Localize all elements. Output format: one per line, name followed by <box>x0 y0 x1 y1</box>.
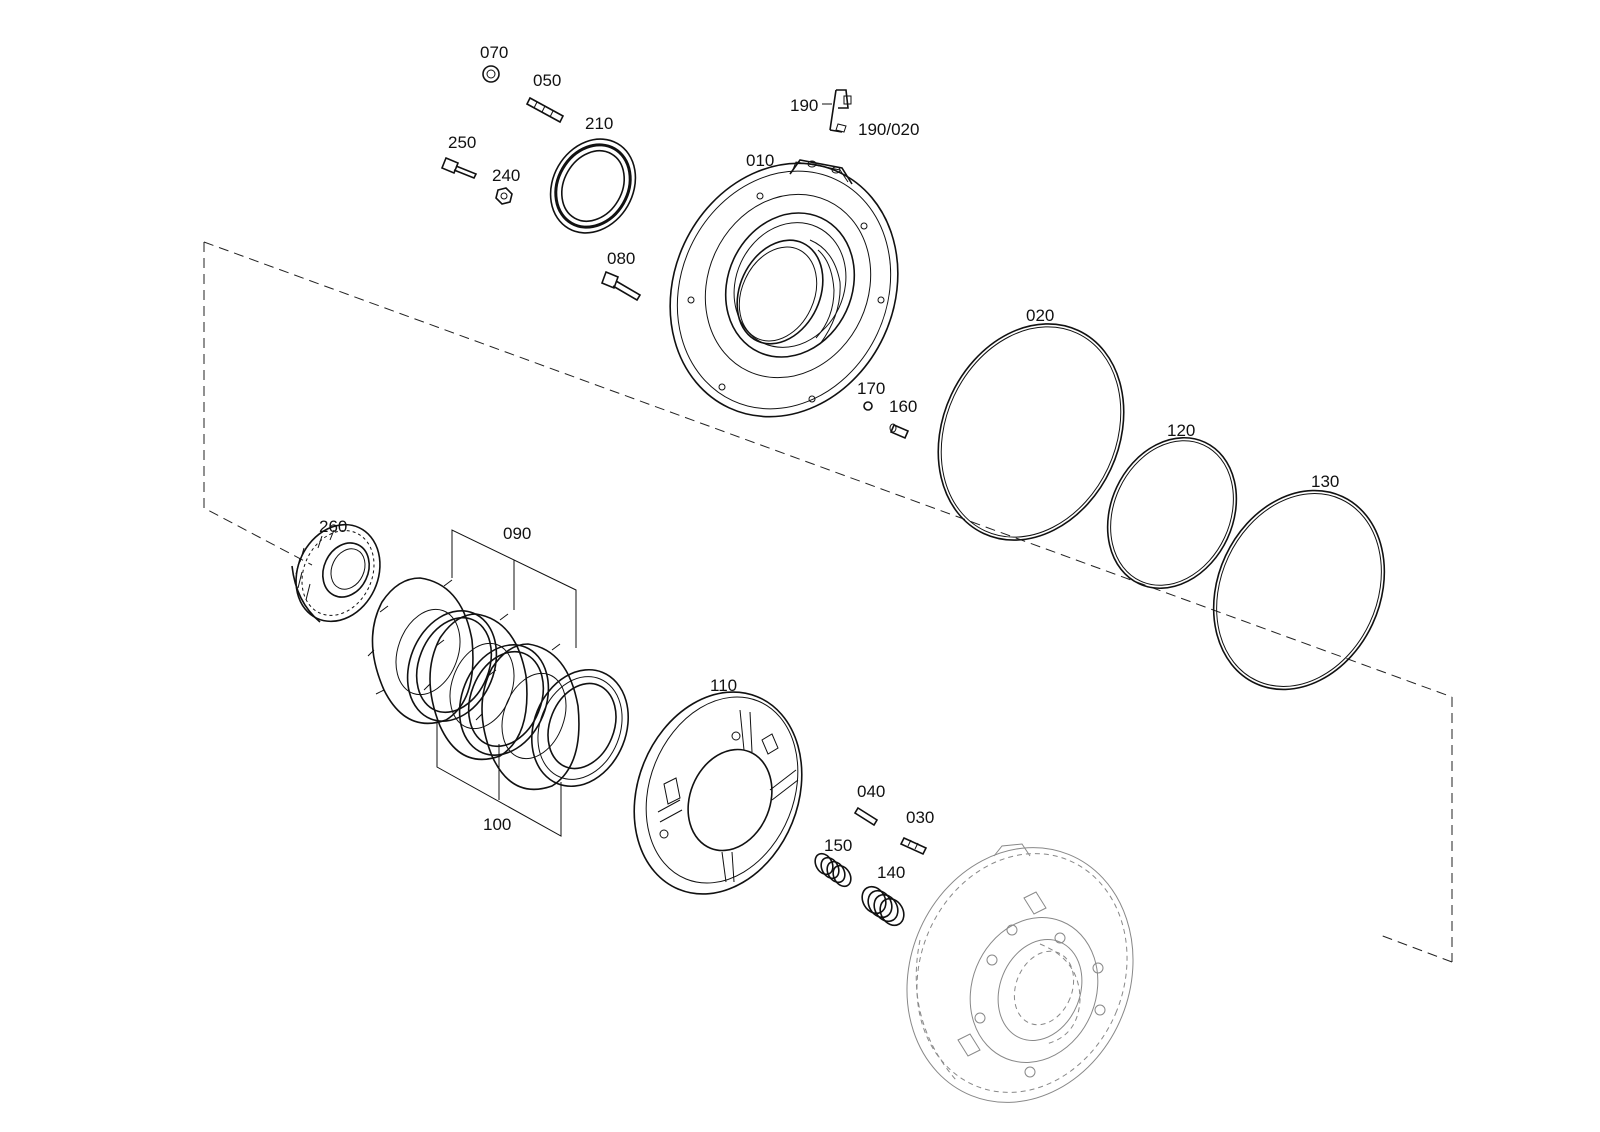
inner-disc-1[interactable] <box>392 597 513 734</box>
part-030-pin[interactable] <box>899 836 928 856</box>
part-210-seal-ring[interactable] <box>534 124 652 249</box>
part-260-gear-hub[interactable] <box>281 511 396 635</box>
label-010: 010 <box>746 151 774 170</box>
label-190-020: 190/020 <box>858 120 919 139</box>
part-190-bracket[interactable] <box>822 89 852 133</box>
part-110-piston[interactable] <box>605 667 831 920</box>
label-110: 110 <box>710 676 737 695</box>
label-120: 120 <box>1167 421 1195 440</box>
label-050: 050 <box>533 71 561 90</box>
label-080: 080 <box>607 249 635 268</box>
part-170-small-ring[interactable] <box>863 401 873 411</box>
bracket-090 <box>451 529 577 648</box>
part-160-plug[interactable] <box>889 423 910 440</box>
clutch-disc-stack[interactable] <box>367 577 645 801</box>
label-070: 070 <box>480 43 508 62</box>
part-140-spring[interactable] <box>857 882 908 929</box>
part-010-housing-cover[interactable] <box>629 126 938 455</box>
part-120-o-ring[interactable] <box>1084 417 1260 610</box>
label-260: 260 <box>319 517 347 536</box>
part-150-spring[interactable] <box>812 850 855 889</box>
part-070-nut[interactable] <box>482 65 500 83</box>
label-130: 130 <box>1311 472 1339 491</box>
label-250: 250 <box>448 133 476 152</box>
label-020: 020 <box>1026 306 1054 325</box>
inner-disc-2[interactable] <box>444 631 565 768</box>
label-100: 100 <box>483 815 511 834</box>
label-040: 040 <box>857 782 885 801</box>
label-030: 030 <box>906 808 934 827</box>
label-210: 210 <box>585 114 613 133</box>
label-170: 170 <box>857 379 885 398</box>
label-090: 090 <box>503 524 531 543</box>
bracket-100 <box>436 722 562 837</box>
inner-disc-3[interactable] <box>515 655 645 801</box>
outer-disc-3[interactable] <box>475 643 580 791</box>
label-160: 160 <box>889 397 917 416</box>
ghost-housing <box>906 843 1134 1103</box>
part-040-pin[interactable] <box>853 806 879 827</box>
label-150: 150 <box>824 836 852 855</box>
assembly-guide-frame <box>203 241 1453 963</box>
label-190: 190 <box>790 96 818 115</box>
part-020-o-ring[interactable] <box>904 293 1158 570</box>
part-240-nut[interactable] <box>495 187 513 205</box>
outer-disc-2[interactable] <box>423 613 528 761</box>
part-250-bolt[interactable] <box>440 156 478 180</box>
part-130-o-ring[interactable] <box>1182 462 1416 717</box>
label-240: 240 <box>492 166 520 185</box>
label-140: 140 <box>877 863 905 882</box>
outer-disc-1[interactable] <box>367 577 474 725</box>
part-050-stud[interactable] <box>525 96 565 124</box>
part-080-bolt[interactable] <box>600 270 642 302</box>
